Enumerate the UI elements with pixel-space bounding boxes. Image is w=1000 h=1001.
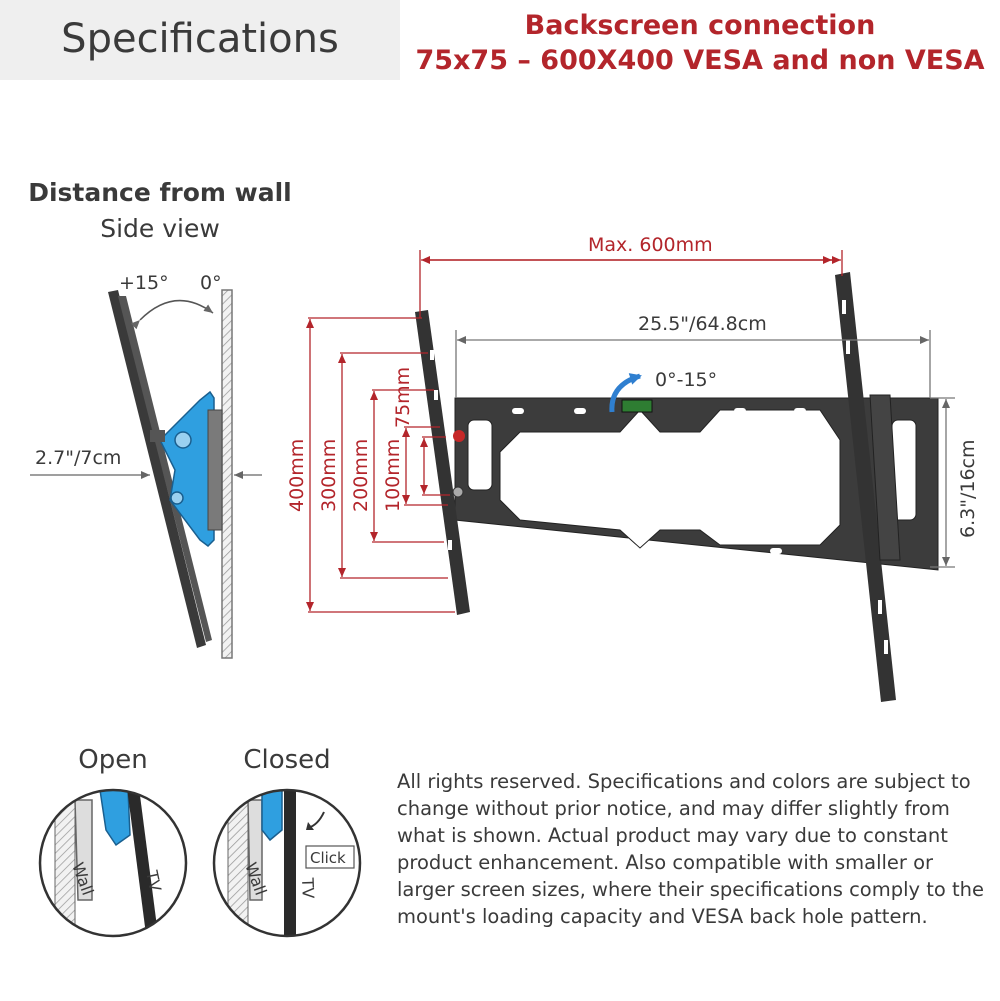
- tv-panel-side: [108, 290, 206, 648]
- wall-shape: [221, 289, 233, 659]
- closed-label: Closed: [243, 745, 331, 775]
- connection-title: Backscreen connection: [524, 10, 876, 41]
- tilt-min-label: 0°: [200, 272, 222, 294]
- mount-height-label: 6.3"/16cm: [957, 440, 979, 539]
- right-tv-rail: [835, 272, 901, 702]
- vesa-200-label: 200mm: [350, 439, 372, 512]
- header-background: [0, 0, 400, 80]
- vesa-300-label: 300mm: [318, 439, 340, 512]
- page-title: Specifications: [61, 16, 339, 62]
- mount-width-label: 25.5"/64.8cm: [638, 313, 767, 335]
- tilt-bracket-blue: [150, 390, 223, 547]
- side-view-diagram: +15° 0° 2.7"/7cm: [30, 272, 262, 659]
- left-tv-rail: [415, 310, 470, 615]
- vesa-dimensions: 400mm 300mm 200mm 100mm 75mm: [286, 317, 455, 613]
- click-label: Click: [310, 849, 346, 867]
- front-view-diagram: 0°-15° Max. 600mm 25.5"/64.8cm 6.3"/16cm: [286, 234, 979, 702]
- closed-tv-label: TV: [298, 876, 318, 898]
- vesa-75-label: 75mm: [392, 367, 414, 428]
- spirit-level: [621, 399, 653, 413]
- vesa-range-title: 75x75 – 600X400 VESA and non VESA: [415, 45, 985, 76]
- disclaimer-text: All rights reserved. Specifications and …: [397, 770, 985, 928]
- wall-distance-label: 2.7"/7cm: [35, 447, 121, 469]
- open-tv-label: TV: [142, 868, 165, 893]
- tilt-max-label: +15°: [119, 272, 169, 294]
- open-label: Open: [78, 745, 148, 775]
- tilt-arc: [130, 299, 214, 330]
- max-width-label: Max. 600mm: [588, 234, 713, 256]
- vesa-100-label: 100mm: [382, 439, 404, 512]
- open-lock-view: Wall TV: [38, 788, 188, 938]
- tilt-range-label: 0°-15°: [655, 369, 717, 391]
- distance-title: Distance from wall: [28, 178, 292, 207]
- closed-lock-view: Wall TV Click: [212, 788, 362, 938]
- lock-knob-red: [453, 430, 465, 442]
- wall-plate: [454, 397, 939, 571]
- vesa-400-label: 400mm: [286, 439, 308, 512]
- tilt-direction-arrow: [609, 373, 642, 413]
- side-view-subtitle: Side view: [100, 214, 220, 243]
